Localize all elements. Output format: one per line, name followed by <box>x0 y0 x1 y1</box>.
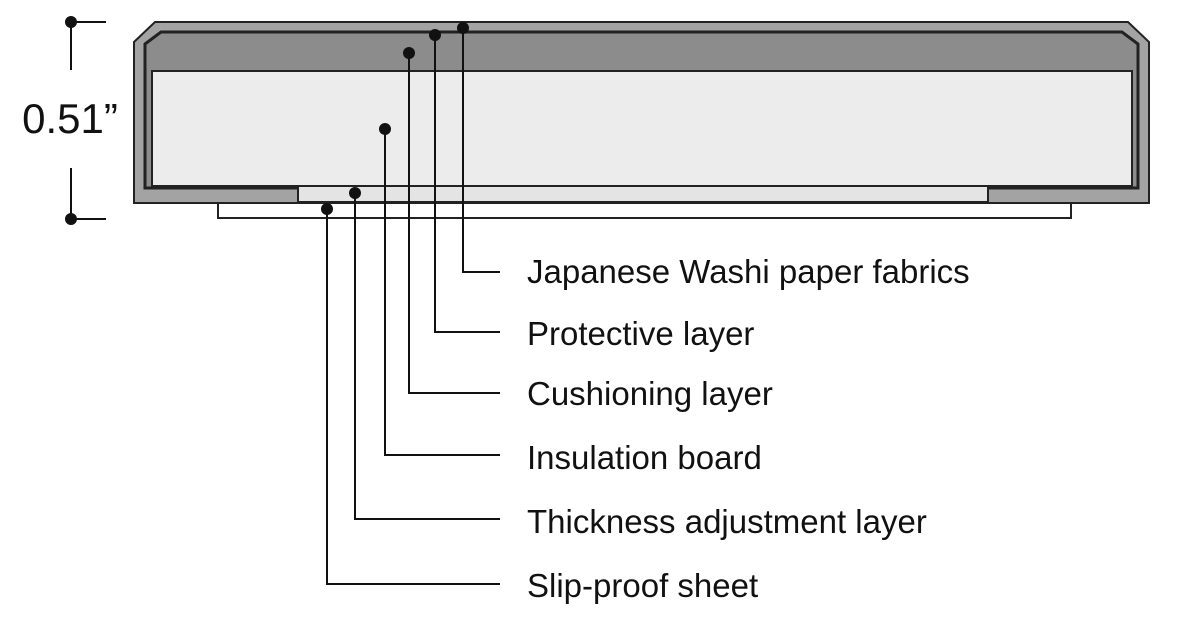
callout-cushioning: Cushioning layer <box>403 47 773 412</box>
callout-slip-leader <box>326 209 500 585</box>
insulation-board-shape <box>151 70 1133 187</box>
label-washi: Japanese Washi paper fabrics <box>527 253 970 290</box>
callout-washi-leader <box>462 28 500 273</box>
callout-protective-leader <box>434 35 500 333</box>
thickness-adjustment-strip <box>297 185 989 203</box>
callout-insulation: Insulation board <box>379 123 762 476</box>
callout-washi: Japanese Washi paper fabrics <box>457 22 970 290</box>
callout-protective: Protective layer <box>429 29 754 352</box>
callout-insulation-leader <box>384 129 500 456</box>
label-protective: Protective layer <box>527 315 754 352</box>
callout-cushioning-leader <box>408 53 500 394</box>
thickness-dimension: 0.51” <box>22 16 118 225</box>
callout-thickness: Thickness adjustment layer <box>349 187 927 540</box>
label-insulation: Insulation board <box>527 439 762 476</box>
mat-cross-section <box>133 21 1150 219</box>
callout-thickness-leader <box>354 193 500 520</box>
label-thickness: Thickness adjustment layer <box>527 503 927 540</box>
label-slip: Slip-proof sheet <box>527 567 758 604</box>
label-cushioning: Cushioning layer <box>527 375 773 412</box>
dimension-bottom-dot <box>65 213 77 225</box>
callout-slip: Slip-proof sheet <box>321 203 758 604</box>
dimension-value: 0.51” <box>22 95 118 142</box>
